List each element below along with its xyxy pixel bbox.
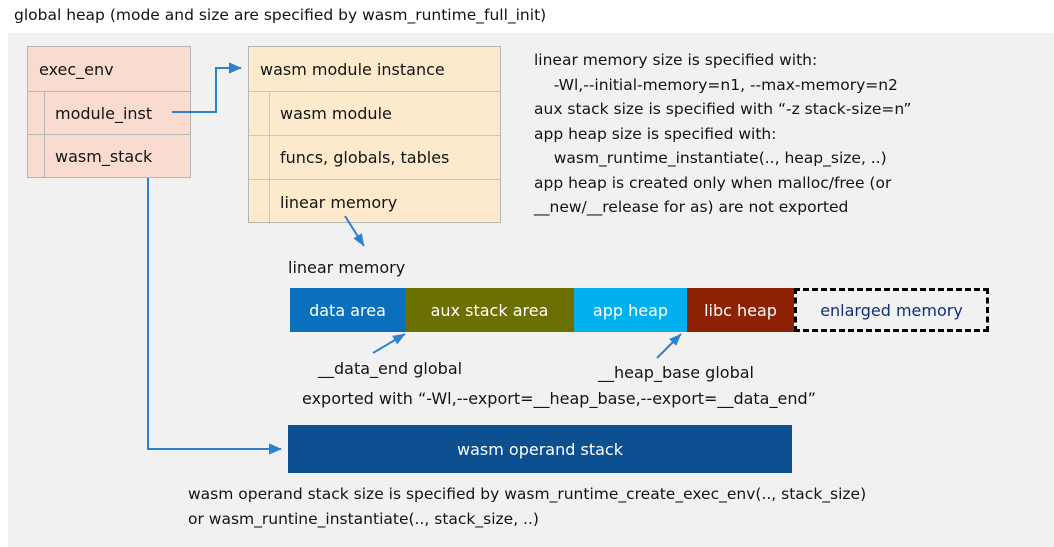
exec-env-box: exec_env module_inst wasm_stack xyxy=(27,46,191,178)
wasm-module-instance-header: wasm module instance xyxy=(249,47,500,92)
linear-memory-caption: linear memory xyxy=(288,258,406,277)
exec-env-row-gutter xyxy=(28,135,45,177)
linear-memory-segment-bar: data area aux stack area app heap libc heap… xyxy=(290,288,989,332)
memory-segment-enlarged-memory: enlarged memory xyxy=(794,288,989,332)
exec-env-row-module-inst: module_inst xyxy=(28,92,190,135)
linear-memory-notes: linear memory size is specified with: -W… xyxy=(534,51,912,216)
module-instance-row-funcs: funcs, globals, tables xyxy=(249,136,500,180)
memory-segment-label: enlarged memory xyxy=(820,300,963,320)
memory-segment-label: data area xyxy=(309,300,386,320)
module-instance-row-wasm-module-label: wasm module xyxy=(280,104,392,123)
exec-env-header: exec_env xyxy=(28,47,190,92)
memory-segment-label: libc heap xyxy=(704,300,777,320)
wasm-module-instance-header-label: wasm module instance xyxy=(260,59,445,79)
module-instance-row-wasm-module: wasm module xyxy=(249,92,500,136)
annotation-exported-with: exported with “-Wl,--export=__heap_base,… xyxy=(302,389,816,408)
module-instance-row-gutter xyxy=(249,180,270,224)
module-instance-row-linear-memory: linear memory xyxy=(249,180,500,224)
memory-segment-label: app heap xyxy=(592,300,669,320)
annotation-heap-base: __heap_base global xyxy=(598,363,754,382)
memory-segment-app-heap: app heap xyxy=(574,288,687,332)
exec-env-row-module-inst-label: module_inst xyxy=(55,103,153,123)
wasm-module-instance-box: wasm module instance wasm module funcs, … xyxy=(248,46,501,224)
module-instance-row-funcs-label: funcs, globals, tables xyxy=(280,148,450,167)
memory-segment-libc-heap: libc heap xyxy=(687,288,794,332)
wasm-operand-stack-label: wasm operand stack xyxy=(457,439,623,459)
exec-env-header-label: exec_env xyxy=(39,59,114,79)
memory-segment-aux-stack-area: aux stack area xyxy=(405,288,574,332)
exec-env-row-gutter xyxy=(28,92,45,134)
wasm-operand-stack-box: wasm operand stack xyxy=(288,425,792,473)
exec-env-row-wasm-stack: wasm_stack xyxy=(28,135,190,177)
module-instance-row-gutter xyxy=(249,92,270,135)
operand-stack-notes: wasm operand stack size is specified by … xyxy=(188,485,867,528)
exec-env-row-wasm-stack-label: wasm_stack xyxy=(55,146,153,166)
annotation-data-end: __data_end global xyxy=(318,359,463,378)
memory-segment-data-area: data area xyxy=(290,288,405,332)
module-instance-row-gutter xyxy=(249,136,270,179)
page-title: global heap (mode and size are specified… xyxy=(14,6,547,24)
memory-segment-label: aux stack area xyxy=(430,300,549,320)
module-instance-row-linear-memory-label: linear memory xyxy=(280,192,398,212)
